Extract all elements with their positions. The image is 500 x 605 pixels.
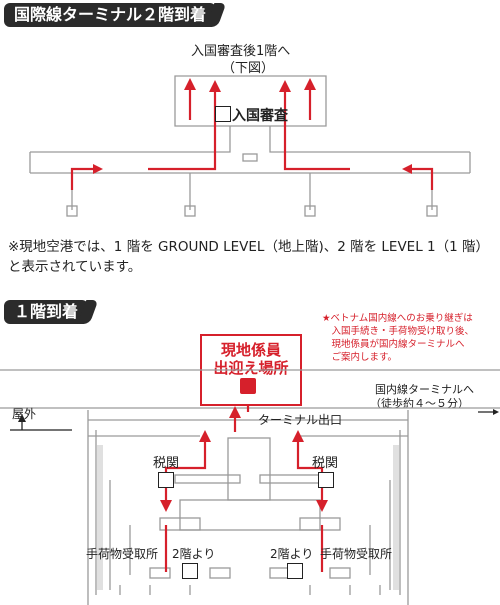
staff-icon — [240, 378, 256, 394]
customs-left-label: 税関 — [153, 456, 180, 471]
level-naming-note: ※現地空港では、1 階を GROUND LEVEL（地上階)、2 階を LEVE… — [8, 239, 489, 275]
baggage-claim-left-label: 手荷物受取所 — [86, 547, 159, 561]
customs-left-icon — [158, 472, 174, 488]
immigration-label: 入国審査 — [232, 108, 288, 124]
meeting-point-line2: 出迎え場所 — [213, 359, 289, 377]
domestic-terminal-label: 国内線ターミナルへ — [375, 383, 474, 396]
domestic-walk-time: （徒歩約４～５分） — [370, 397, 469, 410]
customs-right-label: 税関 — [312, 456, 339, 471]
floor2-heading: 入国審査後1階へ — [191, 44, 291, 59]
floor1-map — [0, 369, 500, 605]
baggage-claim-right-label: 手荷物受取所 — [320, 547, 393, 561]
transfer-note: ★ベトナム国内線へのお乗り継ぎは 入国手続き・手荷物受け取り後、 現地係員が国内… — [322, 313, 475, 363]
escalator-right-icon — [287, 563, 303, 579]
terminal-exit-label: ターミナル出口 — [258, 413, 343, 427]
floor2-map — [29, 75, 471, 217]
immigration-icon — [215, 106, 231, 122]
customs-right-icon — [318, 472, 334, 488]
floor2-subheading: （下図） — [222, 61, 275, 76]
from-2f-right-label: 2階より — [270, 547, 314, 561]
meeting-point-line1: 現地係員 — [220, 341, 281, 359]
outside-label: 屋外 — [12, 407, 37, 421]
escalator-left-icon — [182, 563, 198, 579]
floor1-title-tag: １階到着 — [4, 300, 89, 324]
from-2f-left-label: 2階より — [172, 547, 216, 561]
floor2-title-tag: 国際線ターミナル２階到着 — [4, 3, 217, 27]
